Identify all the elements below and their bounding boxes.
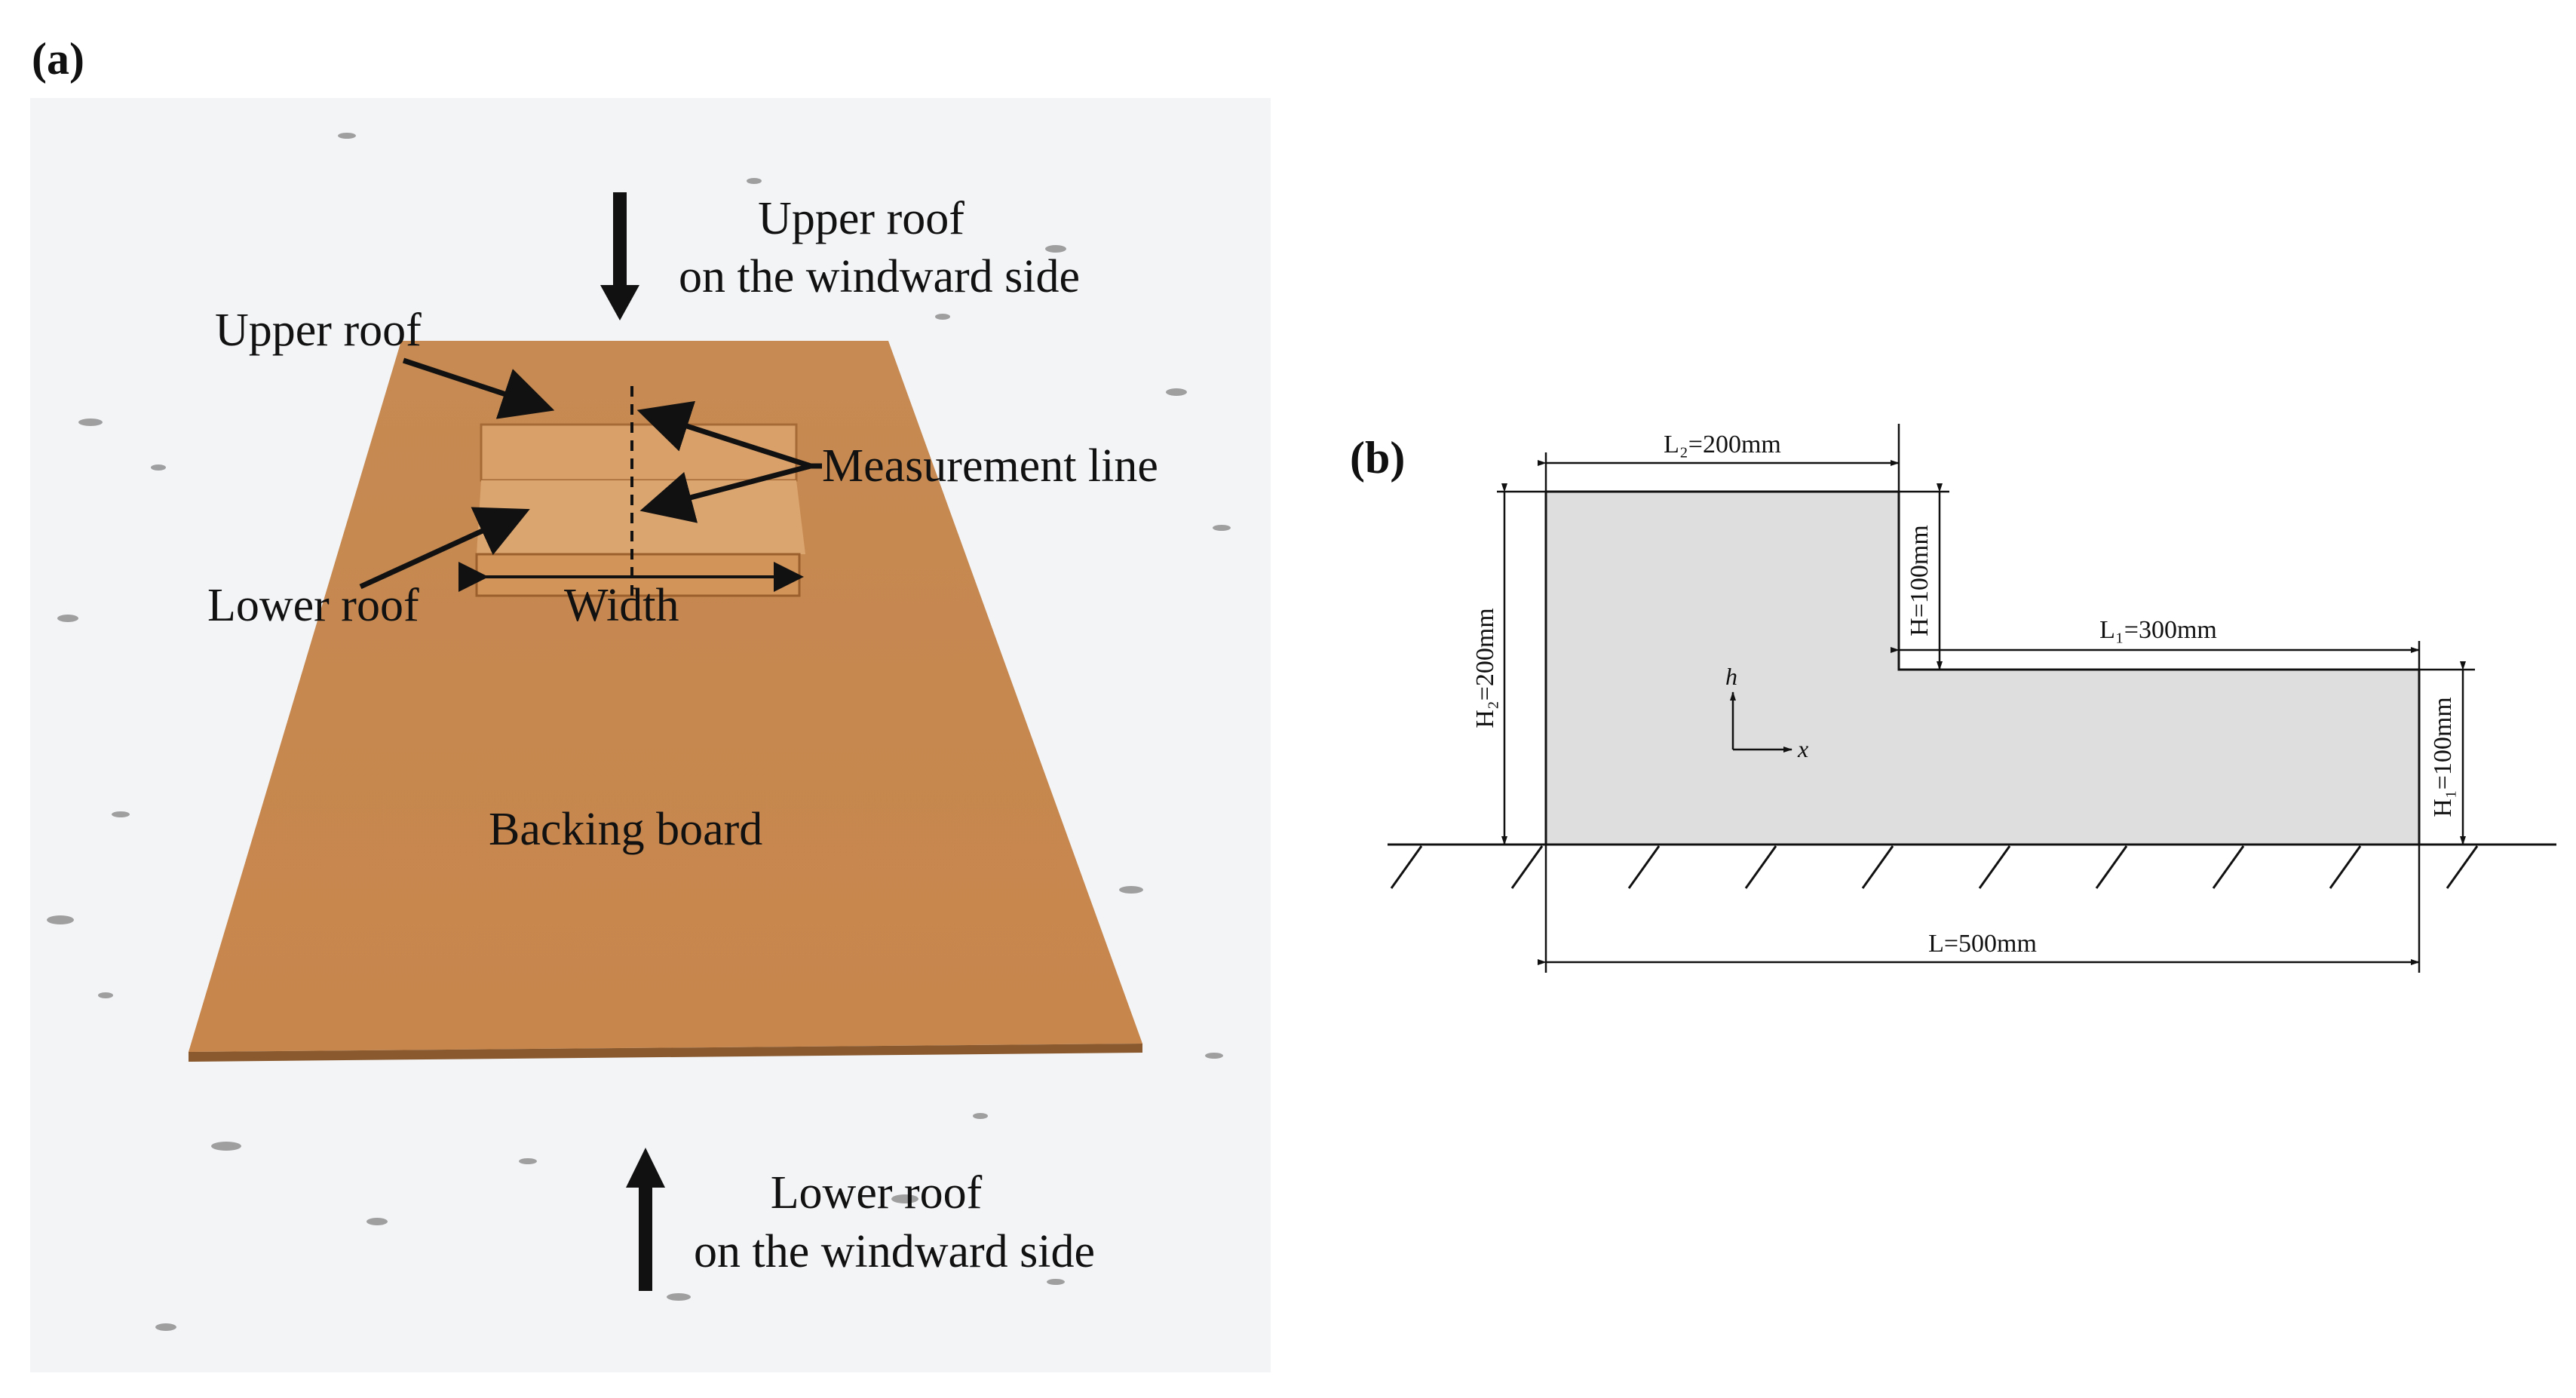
lower-wind-arrowhead — [626, 1148, 665, 1188]
ground-hatching — [1390, 845, 2479, 889]
dim-L1-label: L₁=300mm — [2099, 616, 2217, 644]
lower-roof-label: Lower roof — [207, 580, 419, 631]
dim-H1 — [2419, 661, 2475, 845]
dim-H2-label: H₂=200mm — [1471, 608, 1499, 728]
dim-H — [1899, 483, 1949, 670]
lower-roof-top — [477, 480, 805, 554]
panel-a-label: (a) — [32, 34, 84, 84]
lower-windward-label-line1: Lower roof — [771, 1167, 983, 1219]
dim-L2 — [1538, 424, 1900, 492]
dim-H1-label: H₁=100mm — [2429, 697, 2457, 817]
measurement-pointer-upper — [636, 400, 812, 469]
snow-speckles — [47, 133, 1231, 1331]
measurement-line-label: Measurement line — [822, 440, 1158, 492]
lower-roof-pointer — [359, 507, 530, 590]
panel-a: (a) — [30, 34, 1271, 1372]
dim-L-label: L=500mm — [1928, 930, 2037, 958]
lower-windward-label-line2: on the windward side — [694, 1226, 1095, 1277]
dim-L — [1538, 845, 2421, 973]
upper-windward-label-line1: Upper roof — [758, 193, 964, 244]
backing-board-label: Backing board — [489, 804, 762, 855]
dim-L1 — [1891, 641, 2421, 670]
upper-roof-label: Upper roof — [215, 305, 422, 356]
upper-roof-pointer — [402, 357, 555, 419]
upper-wind-arrowhead — [600, 285, 639, 320]
backing-board-edge — [189, 1044, 1142, 1062]
coordinate-axes — [1730, 691, 1792, 753]
dim-H-label: H=100mm — [1906, 525, 1934, 636]
dim-H2 — [1497, 483, 1546, 845]
axis-h-label: h — [1725, 663, 1737, 690]
backing-board — [189, 341, 1142, 1052]
axis-x-label: x — [1797, 735, 1808, 762]
dim-L2-label: L₂=200mm — [1664, 431, 1781, 458]
roof-profile — [1544, 490, 2421, 846]
panel-b: (b) L₂=200mm H=100mm — [1350, 424, 2556, 973]
measurement-pointer-lower — [639, 463, 811, 523]
upper-windward-label-line2: on the windward side — [679, 251, 1080, 302]
panel-b-label: (b) — [1350, 433, 1405, 483]
upper-roof-block — [480, 423, 798, 482]
width-label: Width — [564, 580, 679, 631]
